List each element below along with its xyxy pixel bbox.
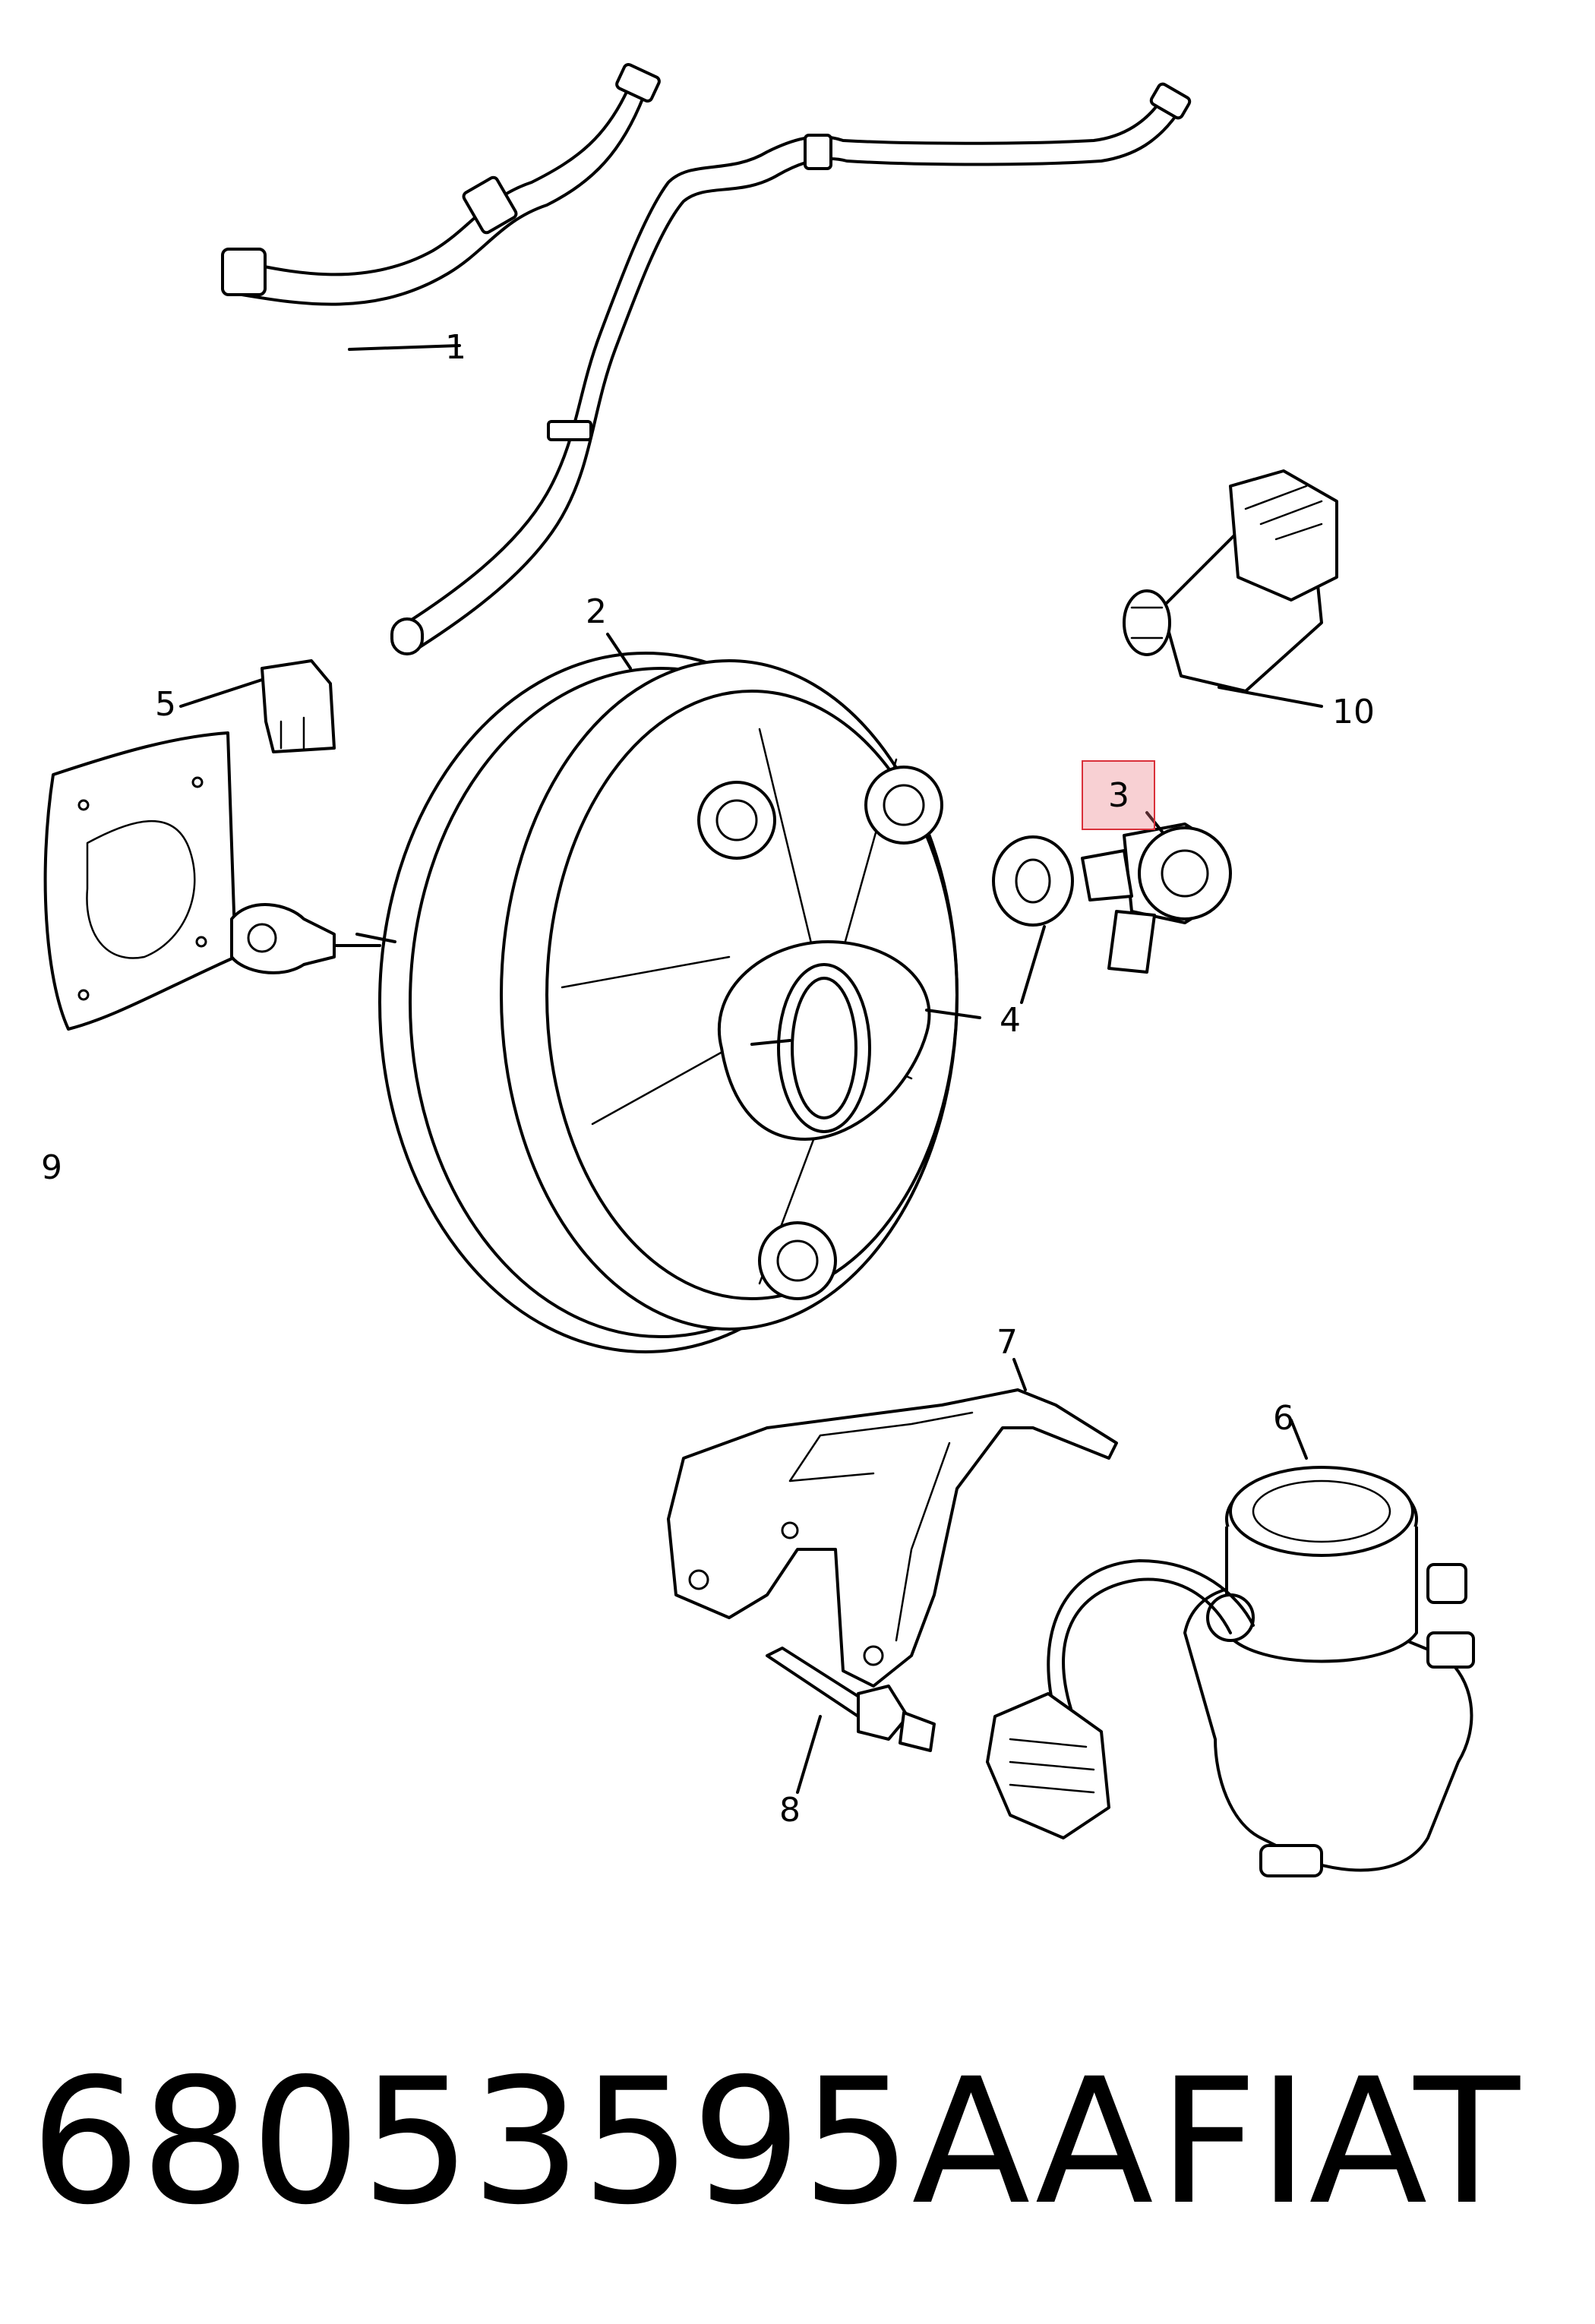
vacuum-pump-part xyxy=(986,1419,1475,1877)
callout-6: 6 xyxy=(1273,1399,1294,1438)
vacuum-sensor-part xyxy=(1123,469,1338,708)
vacuum-hose-part xyxy=(221,63,1192,655)
stud-part xyxy=(766,1647,936,1794)
brake-booster-part xyxy=(230,633,981,1353)
callout-2: 2 xyxy=(586,592,607,631)
brand-name: FIAT xyxy=(1158,2041,1520,2243)
callout-5: 5 xyxy=(155,685,176,724)
grommet-part xyxy=(992,835,1074,1004)
gasket-part xyxy=(43,731,237,1031)
callout-10: 10 xyxy=(1332,693,1375,731)
callout-9: 9 xyxy=(41,1148,62,1187)
callout-7: 7 xyxy=(996,1323,1018,1362)
callout-3: 3 xyxy=(1108,776,1129,815)
callout-4: 4 xyxy=(1000,1001,1021,1040)
callout-1: 1 xyxy=(445,328,466,367)
part-number: 68053595AA xyxy=(30,2041,1154,2243)
callout-8: 8 xyxy=(779,1791,801,1830)
bracket-part xyxy=(667,1358,1118,1688)
highlight-box xyxy=(1082,760,1155,830)
check-valve-part xyxy=(1081,811,1232,974)
clip-part xyxy=(179,659,336,753)
